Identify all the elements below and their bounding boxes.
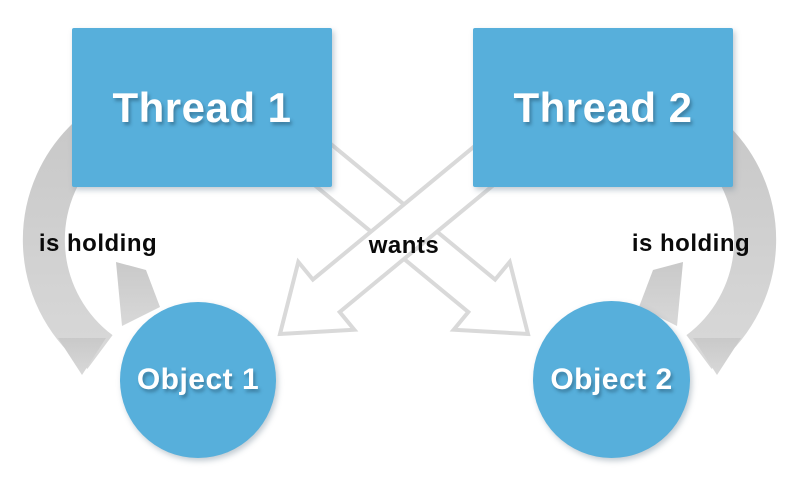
- left-holding-arrow: [22, 120, 160, 375]
- right-holding-arrow-tail: [693, 338, 741, 375]
- left-holding-label: is holding: [38, 230, 158, 257]
- left-holding-arc: [22, 120, 113, 369]
- object1-label: Object 1: [136, 363, 260, 396]
- right-holding-label: is holding: [631, 230, 751, 257]
- thread2-label: Thread 2: [513, 83, 693, 131]
- object1-node: Object 1: [120, 302, 276, 458]
- thread1-label: Thread 1: [112, 83, 292, 131]
- wants-label: wants: [368, 232, 440, 259]
- object2-node: Object 2: [533, 301, 690, 458]
- left-holding-arrow-tail: [58, 338, 106, 375]
- object2-label: Object 2: [550, 362, 673, 396]
- thread2-node: Thread 2: [473, 28, 733, 187]
- left-holding-arrowhead-icon: [116, 262, 160, 326]
- right-holding-arrowhead-icon: [639, 262, 683, 326]
- thread1-node: Thread 1: [72, 28, 332, 187]
